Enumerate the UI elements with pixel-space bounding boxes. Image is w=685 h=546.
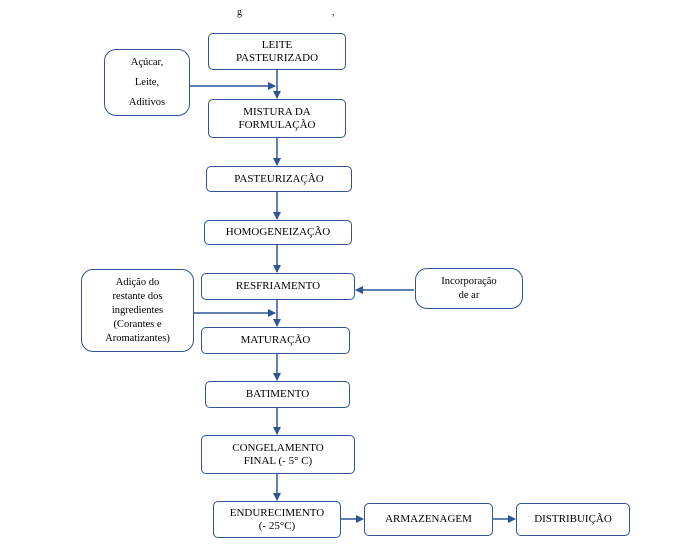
input-acucar-leite-aditivos: Açúcar,Leite,Aditivos bbox=[104, 49, 190, 116]
step-distribuicao: DISTRIBUIÇÃO bbox=[516, 503, 630, 536]
step-batimento: BATIMENTO bbox=[205, 381, 350, 408]
step-homogeneizacao: HOMOGENEIZAÇÃO bbox=[204, 220, 352, 245]
clipped-header-text: g , bbox=[237, 8, 335, 18]
step-resfriamento: RESFRIAMENTO bbox=[201, 273, 355, 300]
step-pasteurizacao: PASTEURIZAÇÃO bbox=[206, 166, 352, 192]
step-endurecimento: ENDURECIMENTO(- 25°C) bbox=[213, 501, 341, 538]
step-armazenagem: ARMAZENAGEM bbox=[364, 503, 493, 536]
step-maturacao: MATURAÇÃO bbox=[201, 327, 350, 354]
